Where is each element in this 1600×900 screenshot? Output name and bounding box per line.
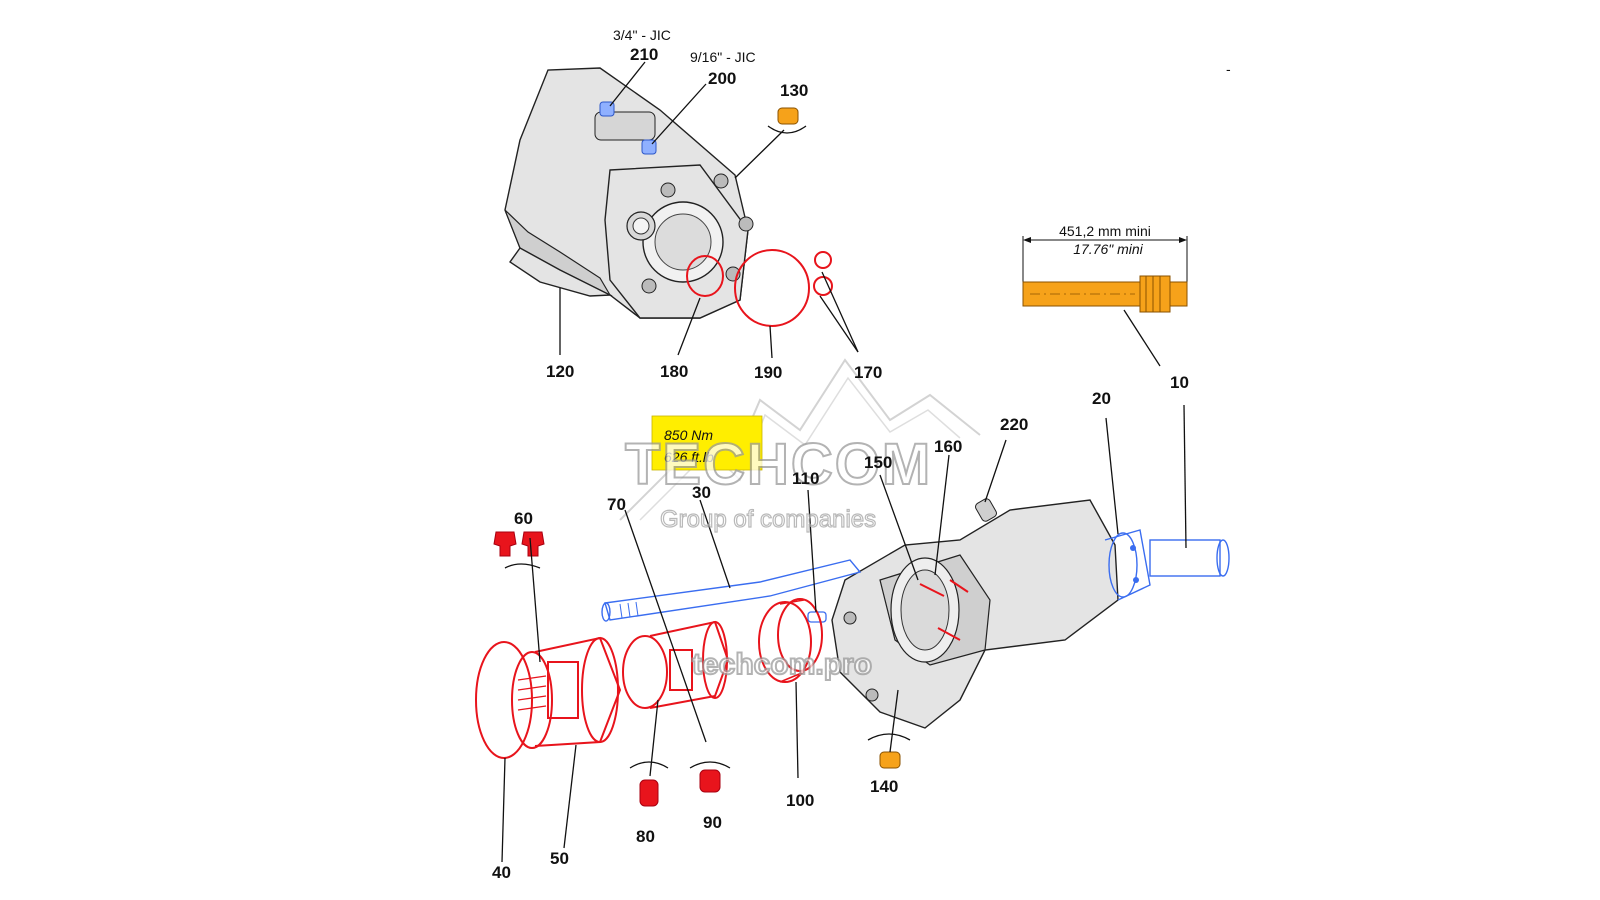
fitting-note-210: 3/4" - JIC xyxy=(613,27,671,43)
part-labels: 210 200 130 120 180 190 170 10 20 220 16… xyxy=(492,45,1189,882)
label-200: 200 xyxy=(708,69,736,88)
plug-130 xyxy=(767,107,807,134)
label-70: 70 xyxy=(607,495,626,514)
ring-100 xyxy=(758,598,823,683)
motor-body xyxy=(831,499,1119,729)
label-130: 130 xyxy=(780,81,808,100)
label-100: 100 xyxy=(786,791,814,810)
output-shaft-20 xyxy=(1104,529,1230,601)
label-80: 80 xyxy=(636,827,655,846)
label-30: 30 xyxy=(692,483,711,502)
label-220: 220 xyxy=(1000,415,1028,434)
oring-170-b xyxy=(813,276,833,296)
plug-140 xyxy=(867,733,911,769)
corner-mark: - xyxy=(1226,61,1231,77)
watermark-tagline: Group of companies xyxy=(660,506,876,533)
label-40: 40 xyxy=(492,863,511,882)
label-90: 90 xyxy=(703,813,722,832)
label-140: 140 xyxy=(870,777,898,796)
label-50: 50 xyxy=(550,849,569,868)
label-150: 150 xyxy=(864,453,892,472)
piston-70 xyxy=(622,620,730,709)
label-180: 180 xyxy=(660,362,688,381)
dimension-imperial: 17.76" mini xyxy=(1073,241,1143,257)
part-80 xyxy=(629,761,669,807)
label-210: 210 xyxy=(630,45,658,64)
torque-metric: 850 Nm xyxy=(664,427,713,443)
oring-180 xyxy=(686,255,724,297)
label-20: 20 xyxy=(1092,389,1111,408)
part-90 xyxy=(689,761,731,793)
shaft-30 xyxy=(601,559,862,622)
label-110: 110 xyxy=(792,469,819,488)
oring-190 xyxy=(734,249,810,327)
keys-60 xyxy=(493,531,545,569)
fitting-220 xyxy=(975,498,997,522)
pump-housing-120 xyxy=(504,67,754,319)
watermark-site: techcom.pro xyxy=(692,648,872,681)
shaft-10 xyxy=(1022,275,1188,313)
torque-note: 850 Nm 626 ft.lb xyxy=(651,415,763,471)
label-120: 120 xyxy=(546,362,574,381)
label-170: 170 xyxy=(854,363,882,382)
torque-imperial: 626 ft.lb xyxy=(664,449,714,465)
fitting-note-200: 9/16" - JIC xyxy=(690,49,756,65)
label-190: 190 xyxy=(754,363,782,382)
watermark-brand: TECHCOM xyxy=(625,432,932,497)
oring-170-a xyxy=(814,251,832,269)
dimension-metric: 451,2 mm mini xyxy=(1059,223,1151,239)
oring-40 xyxy=(475,641,533,759)
label-160: 160 xyxy=(934,437,962,456)
leader-lines xyxy=(501,61,1187,863)
label-60: 60 xyxy=(514,509,533,528)
label-10: 10 xyxy=(1170,373,1189,392)
